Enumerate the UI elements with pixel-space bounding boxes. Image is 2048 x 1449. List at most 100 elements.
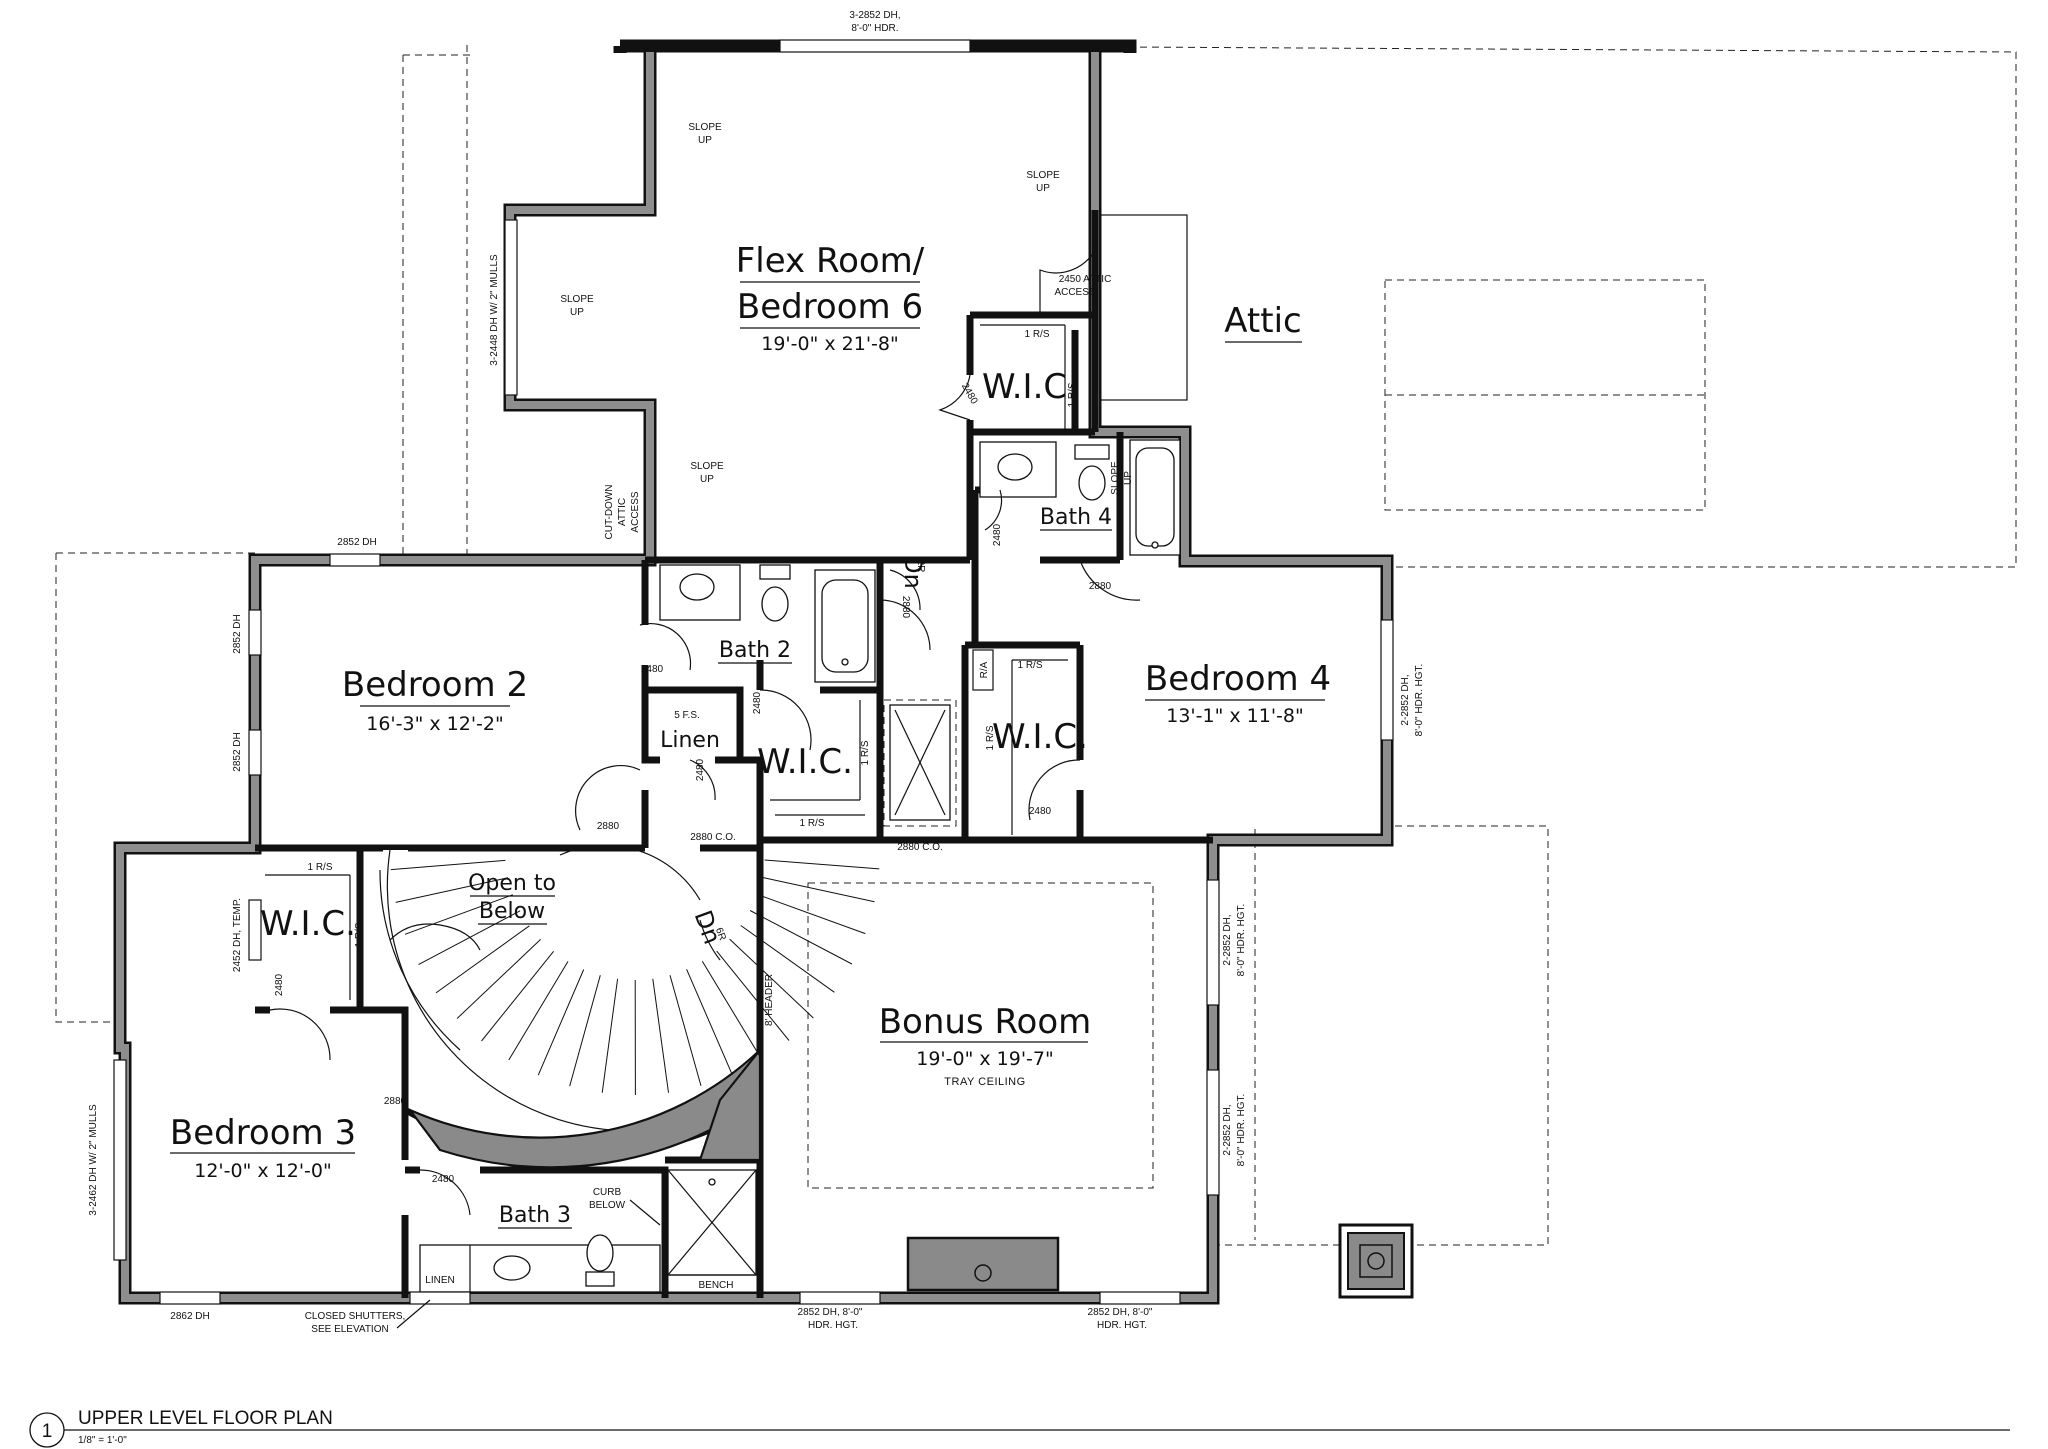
wic-label-bath2: W.I.C.: [757, 742, 853, 782]
bonus-window-note-2a: 2-2852 DH,: [1222, 1104, 1233, 1155]
fixtures: [265, 324, 1414, 1299]
stair-tread: [537, 969, 585, 1076]
windows: [113, 39, 1394, 1305]
stair-tread: [481, 950, 554, 1042]
bedroom-2-dim: 16'-3" x 12'-2": [366, 713, 504, 735]
door-2480-bath2: 2480: [641, 664, 664, 675]
stair-tread: [435, 925, 530, 994]
door-2480-bed3-wic: 2480: [274, 973, 285, 996]
attic-access-2: ACCESS: [1054, 287, 1095, 298]
slope-up-2a: SLOPE: [1026, 170, 1060, 181]
bedroom-3-dim: 12'-0" x 12'-0": [194, 1160, 332, 1182]
slope-up-5b: UP: [1123, 471, 1134, 485]
cutdown-2: ATTIC: [617, 498, 628, 526]
left-mulls-note: 3-2448 DH W/ 2" MULLS: [489, 254, 500, 366]
stair-tread: [757, 893, 866, 935]
door-2480-bed4-wic: 2480: [1029, 806, 1052, 817]
window-2862-bed3: 2862 DH: [170, 1311, 209, 1322]
slope-up-1b: UP: [698, 135, 712, 146]
header-note: 8' HEADER: [764, 974, 775, 1026]
open-to-below-2: Below: [479, 899, 545, 924]
bench-note: BENCH: [698, 1280, 733, 1291]
top-window-note-1: 3-2852 DH,: [849, 10, 900, 21]
stair-tread: [764, 859, 880, 870]
drawing-title: UPPER LEVEL FLOOR PLAN: [78, 1408, 333, 1429]
cutdown-3: ACCESS: [630, 491, 641, 532]
shutters-note-1: CLOSED SHUTTERS,: [305, 1311, 406, 1322]
stair-tread: [390, 859, 506, 871]
door-2480-bath2-wic: 2480: [752, 691, 763, 714]
bed4-window-note-1: 2-2852 DH,: [1400, 674, 1411, 725]
stair-dn-top: Dn: [899, 555, 927, 589]
open-to-below-1: Open to: [468, 871, 556, 896]
linen-small-note: LINEN: [425, 1275, 454, 1286]
window-2852-bed2-left-2: 2852 DH: [232, 732, 243, 771]
exterior-walls: [113, 39, 1394, 1305]
rs-flex-wic-v: 1 R/S: [1067, 382, 1078, 407]
bonus-room-name: Bonus Room: [879, 1002, 1092, 1042]
bedroom-4-dim: 13'-1" x 11'-8": [1166, 705, 1304, 727]
stair-tread: [456, 939, 541, 1019]
stair-tread: [729, 938, 814, 1019]
stair-tread: [404, 894, 514, 935]
stair-tread: [761, 876, 875, 903]
window-2852-bed2-top: 2852 DH: [337, 537, 376, 548]
annotations: 3-2852 DH, 8'-0" HDR. SLOPE UP SLOPE UP …: [88, 10, 1425, 1335]
stair-dn-curve-6r: 6R: [713, 926, 728, 942]
slope-up-3b: UP: [570, 307, 584, 318]
top-window-note-2: 8'-0" HDR.: [851, 23, 898, 34]
five-fs-note: 5 F.S.: [674, 710, 700, 721]
stair-tread: [686, 969, 733, 1075]
ra-note: R/A: [979, 661, 990, 678]
rs-bath2-wic: 1 R/S: [799, 818, 824, 829]
bedroom-4-name: Bedroom 4: [1145, 659, 1331, 699]
shutters-note-2: SEE ELEVATION: [311, 1324, 388, 1335]
door-2480-linen: 2480: [695, 758, 706, 781]
cutdown-1: CUT-DOWN: [604, 485, 615, 540]
bottom-window-2b: HDR. HGT.: [1097, 1320, 1147, 1331]
attic-access-1: 2450 ATTIC: [1059, 274, 1112, 285]
door-swings: [269, 249, 1141, 1216]
bed3-mulls-note: 3-2462 DH W/ 2" MULLS: [88, 1104, 99, 1216]
door-2880-bed3: 2880: [384, 1096, 407, 1107]
title-block: 1 UPPER LEVEL FLOOR PLAN 1/8" = 1'-0": [29, 1408, 2010, 1448]
bonus-window-note-1b: 8'-0" HDR. HGT.: [1236, 904, 1247, 977]
stair-tread: [395, 877, 509, 903]
stair-tread: [669, 975, 702, 1087]
stair-tread: [569, 975, 601, 1087]
rs-bath2-wic-v: 1 R/S: [860, 740, 871, 765]
attic-label: Attic: [1224, 301, 1301, 341]
flex-room-name-2: Bedroom 6: [737, 287, 923, 327]
stair-tread: [508, 961, 569, 1061]
flex-room-name-1: Flex Room/: [736, 241, 925, 281]
drawing-number: 1: [42, 1421, 53, 1442]
wic-label-bed4: W.I.C.: [992, 717, 1088, 757]
wic-label-bed3: W.I.C.: [260, 904, 356, 944]
bottom-window-1a: 2852 DH, 8'-0": [798, 1307, 863, 1318]
slope-up-4a: SLOPE: [690, 461, 724, 472]
door-2480-bath4: 2480: [992, 523, 1003, 546]
slope-up-1a: SLOPE: [688, 122, 722, 133]
bath-2-label: Bath 2: [719, 638, 791, 663]
bedroom-2-name: Bedroom 2: [342, 665, 528, 705]
curb-below-1: CURB: [593, 1187, 622, 1198]
stair-tread: [749, 910, 853, 965]
door-2880-bed2: 2880: [597, 821, 620, 832]
stair-tread: [601, 978, 619, 1093]
window-2852-bed2-left-1: 2852 DH: [232, 614, 243, 653]
door-2880-bed4: 2880: [1089, 581, 1112, 592]
stair-tread: [740, 925, 835, 993]
slope-up-4b: UP: [700, 474, 714, 485]
room-labels: Flex Room/ Bedroom 6 19'-0" x 21'-8" Att…: [170, 241, 1331, 1229]
stair-tread: [652, 978, 669, 1093]
co-2880-left: 2880 C.O.: [690, 832, 736, 843]
flex-room-dim: 19'-0" x 21'-8": [761, 333, 899, 355]
bonus-room-dim: 19'-0" x 19'-7": [916, 1048, 1054, 1070]
curved-stair: [379, 844, 880, 1169]
rs-flex-wic: 1 R/S: [1024, 329, 1049, 340]
door-2480-bath3: 2480: [432, 1174, 455, 1185]
linen-label: Linen: [660, 728, 720, 753]
bath-4-label: Bath 4: [1040, 505, 1112, 530]
temp-window-note: 2452 DH, TEMP.: [232, 898, 243, 972]
